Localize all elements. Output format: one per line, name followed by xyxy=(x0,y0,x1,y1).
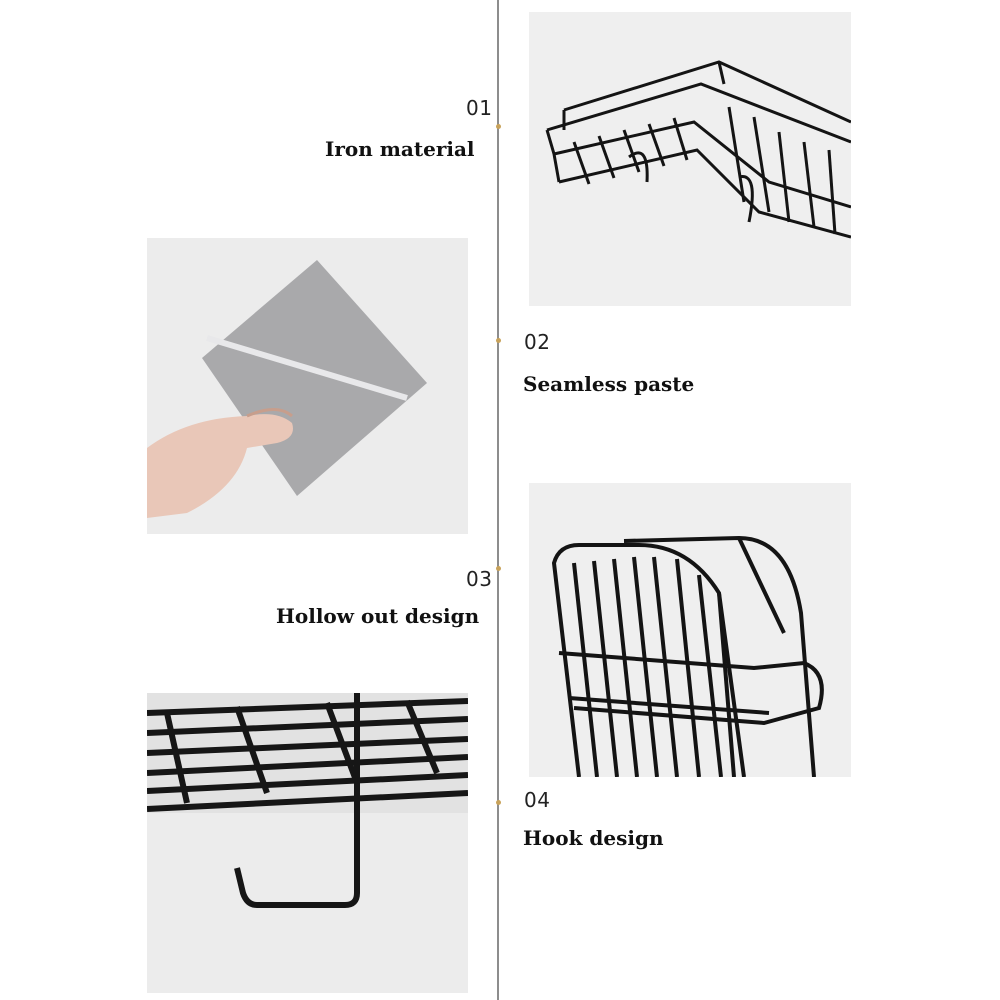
corner-basket-image xyxy=(529,12,851,306)
adhesive-pad-drawing xyxy=(147,238,468,534)
feature-number-01: 01 xyxy=(466,96,493,120)
adhesive-pad-image xyxy=(147,238,468,534)
timeline-dot-04 xyxy=(496,800,501,805)
feature-number-04: 04 xyxy=(524,788,551,812)
feature-label-iron-material: Iron material xyxy=(325,137,475,161)
timeline-dot-01 xyxy=(496,124,501,129)
hook-image xyxy=(147,693,468,993)
basket-side-drawing xyxy=(529,483,851,777)
feature-label-hollow-out-design: Hollow out design xyxy=(276,604,480,628)
feature-number-02: 02 xyxy=(524,330,551,354)
feature-label-hook-design: Hook design xyxy=(523,826,664,850)
feature-number-03: 03 xyxy=(466,567,493,591)
timeline-line xyxy=(497,0,499,1000)
feature-label-seamless-paste: Seamless paste xyxy=(523,372,695,396)
basket-side-image xyxy=(529,483,851,777)
hook-drawing xyxy=(147,693,468,993)
corner-basket-drawing xyxy=(529,12,851,306)
timeline-dot-02 xyxy=(496,338,501,343)
timeline-dot-03 xyxy=(496,566,501,571)
